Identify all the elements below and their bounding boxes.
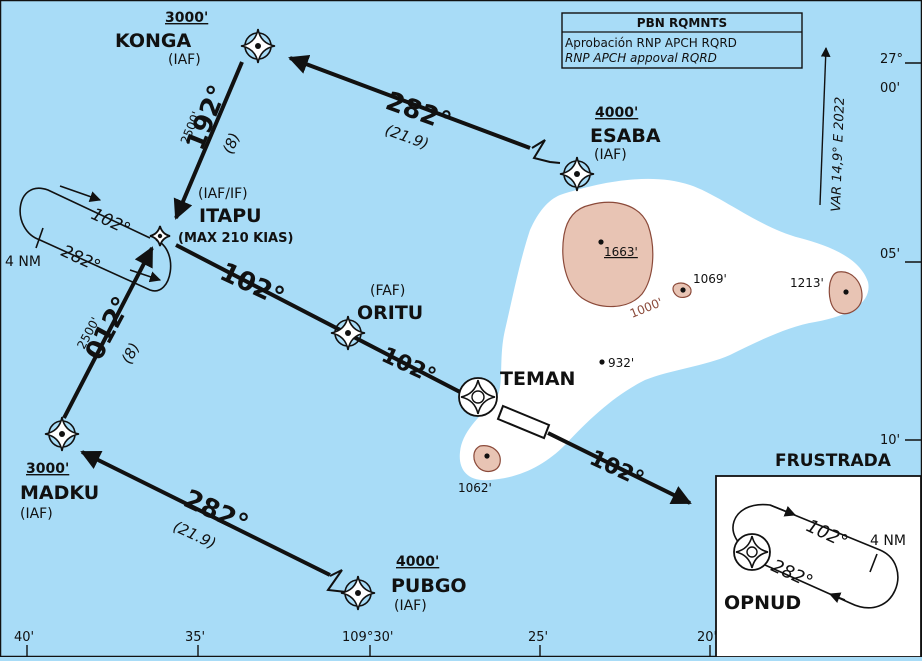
konga-name: KONGA xyxy=(115,30,192,52)
teman-name: TEMAN xyxy=(500,368,575,390)
elev-932: 932' xyxy=(608,356,634,370)
esaba-role: (IAF) xyxy=(594,147,627,163)
runway xyxy=(496,404,551,440)
lat-10: 10' xyxy=(880,433,900,448)
longitude-scale xyxy=(26,645,711,657)
madku-alt: 3000' xyxy=(26,461,69,477)
missed-inset-title: FRUSTRADA xyxy=(775,451,892,471)
pbn-title: PBN RQMNTS xyxy=(637,16,727,30)
hold-length: 4 NM xyxy=(5,254,41,270)
missed-hold xyxy=(732,503,899,609)
itapu-oritu-course: 102° xyxy=(215,257,289,313)
lon-109-30: 109°30' xyxy=(342,630,393,645)
itapu-name: ITAPU xyxy=(199,205,262,227)
konga-alt: 3000' xyxy=(165,10,208,26)
pubgo-alt: 4000' xyxy=(396,554,439,570)
pbn-line-2: RNP APCH appoval RQRD xyxy=(565,51,717,65)
terrain-peak-main xyxy=(562,201,654,308)
opnud-name: OPNUD xyxy=(724,592,801,614)
lon-35: 35' xyxy=(185,630,205,645)
holding-itapu xyxy=(19,185,172,292)
oritu-name: ORITU xyxy=(357,302,423,324)
pbn-line-1: Aprobación RNP APCH RQRD xyxy=(565,36,737,50)
konga-itapu-dist: (8) xyxy=(219,130,244,156)
oritu-teman-course: 102° xyxy=(377,343,439,390)
opnud-waypoint-icon xyxy=(733,533,771,571)
latitude-scale xyxy=(905,62,922,441)
madku-name: MADKU xyxy=(20,482,99,504)
missed-course: 102° xyxy=(585,446,647,493)
konga-waypoint-icon xyxy=(240,28,276,64)
pubgo-role: (IAF) xyxy=(394,598,427,614)
itapu-waypoint-icon xyxy=(149,225,171,247)
magnetic-variation: VAR 14,9° E 2022 xyxy=(819,47,848,213)
lat-27: 27° xyxy=(880,52,903,67)
pubgo-name: PUBGO xyxy=(391,575,467,597)
madku-waypoint-icon xyxy=(44,416,80,452)
madku-itapu-dist: (8) xyxy=(118,340,144,367)
procedure-tracks xyxy=(62,54,692,597)
lon-20: 20' xyxy=(697,630,717,645)
esaba-name: ESABA xyxy=(590,125,661,147)
oritu-role: (FAF) xyxy=(370,283,405,299)
elev-1663: 1663' xyxy=(604,245,638,259)
island xyxy=(459,178,869,481)
madku-role: (IAF) xyxy=(20,506,53,522)
lat-05: 05' xyxy=(880,247,900,262)
esaba-alt: 4000' xyxy=(595,105,638,121)
itapu-role: (IAF/IF) xyxy=(198,186,248,202)
teman-waypoint-icon xyxy=(458,377,498,417)
elev-1069: 1069' xyxy=(693,272,727,286)
pubgo-waypoint-icon xyxy=(340,575,376,611)
lon-40: 40' xyxy=(14,630,34,645)
esaba-waypoint-icon xyxy=(559,156,595,192)
hold-inbound: 282° xyxy=(58,241,104,276)
pbn-requirements-box: PBN RQMNTS Aprobación RNP APCH RQRD RNP … xyxy=(561,12,803,69)
missed-hold-length: 4 NM xyxy=(870,533,906,549)
variation-label: VAR 14,9° E 2022 xyxy=(829,97,848,213)
lon-25: 25' xyxy=(528,630,548,645)
konga-role: (IAF) xyxy=(168,52,201,68)
lat-00: 00' xyxy=(880,81,900,96)
hold-outbound: 102° xyxy=(88,204,134,239)
elev-1062: 1062' xyxy=(458,481,492,495)
itapu-restriction: (MAX 210 KIAS) xyxy=(178,231,293,246)
elev-1213: 1213' xyxy=(790,276,824,290)
